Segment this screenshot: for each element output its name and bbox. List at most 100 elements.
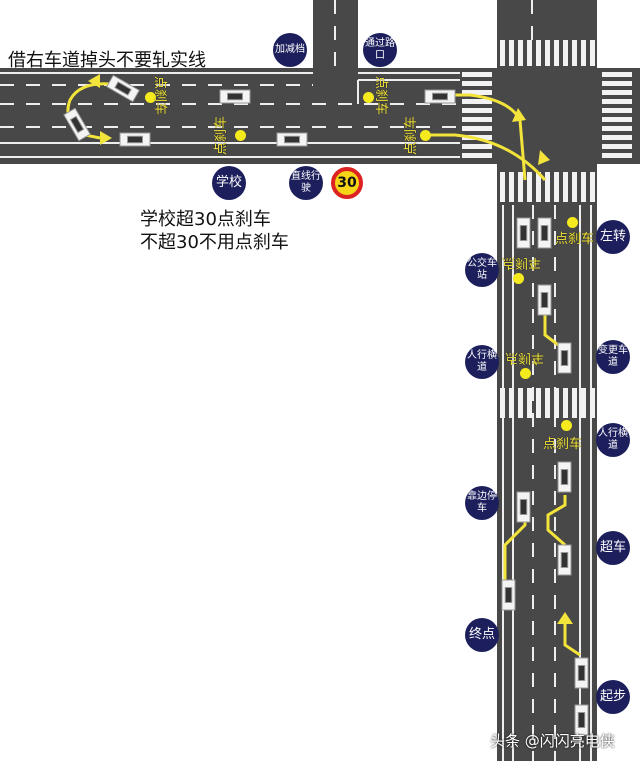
crosswalk-stripe [602,81,632,86]
car [516,491,531,523]
brake-point-marker [235,130,246,141]
car [537,217,552,249]
brake-label: 点刹车 [543,437,583,452]
u-turn-caption: 借右车道掉头不要轧实线 [8,50,206,71]
car [106,74,140,103]
crosswalk-stripe [581,388,586,418]
brake-label: 点刹车 [555,232,595,247]
brake-point-marker [363,92,374,103]
brake-point-marker [561,420,572,431]
badge-start: 起步 [596,680,630,714]
badge-gear-shift: 加减档 [273,33,307,67]
crosswalk-stripe [527,388,532,418]
crosswalk-stripe [602,72,632,77]
crosswalk-stripe [462,117,492,122]
car-window [560,552,569,568]
badge-crosswalk-2: 人行横道 [596,423,630,457]
car-window [577,665,586,681]
crosswalk-stripe [462,153,492,158]
crosswalk-stripe [545,172,550,202]
crosswalk-stripe [462,144,492,149]
crosswalk-stripe [590,172,595,202]
school-caption-1: 学校超30点刹车 [140,209,271,230]
badge-school: 学校 [212,166,246,200]
crosswalk-stripe [518,40,523,66]
crosswalk-stripe [500,40,505,66]
brake-point-marker [145,92,156,103]
car [501,579,516,611]
crosswalk-stripe [563,388,568,418]
crosswalk-stripe [536,40,541,66]
badge-pull-over: 靠边停车 [465,486,499,520]
crosswalk-stripe [563,40,568,66]
badge-left-turn: 左转 [596,220,630,254]
brake-label: 点刹车 [505,350,545,365]
crosswalk-stripe [462,126,492,131]
brake-label: 点刹车 [152,75,168,116]
crosswalk-stripe [572,172,577,202]
crosswalk-stripe [602,99,632,104]
badge-overtake: 超车 [596,531,630,565]
crosswalk-stripe [602,117,632,122]
crosswalk-stripe [509,388,514,418]
brake-point-marker [567,217,578,228]
brake-label: 点刹车 [404,115,420,156]
badge-straight: 直线行驶 [289,166,323,200]
car-window [127,135,143,144]
crosswalk-stripe [602,90,632,95]
car-window [519,499,528,515]
crosswalk-stripe [536,172,541,202]
crosswalk-stripe [462,90,492,95]
crosswalk-stripe [500,388,505,418]
car-window [69,115,85,134]
crosswalk-stripe [509,172,514,202]
brake-label: 点刹车 [502,255,542,270]
crosswalk-stripe [572,388,577,418]
car [557,544,572,576]
brake-point-marker [520,368,531,379]
crosswalk-stripe [500,172,505,202]
car-window [560,350,569,366]
brake-label: 点刹车 [214,115,230,156]
car [574,657,589,689]
crosswalk-stripe [518,388,523,418]
brake-point-marker [420,130,431,141]
car [219,89,251,104]
crosswalk-stripe [462,72,492,77]
car-window [114,81,132,96]
car-window [284,135,300,144]
badge-lane-change: 变更车道 [596,340,630,374]
crosswalk-stripe [527,172,532,202]
badge-bus-stop: 公交车站 [465,253,499,287]
crosswalk-stripe [462,81,492,86]
crosswalk-stripe [602,135,632,140]
crosswalk-stripe [536,388,541,418]
crosswalk-stripe [590,388,595,418]
crosswalk-stripe [572,40,577,66]
car-window [577,712,586,728]
car-window [560,469,569,485]
crosswalk-stripe [554,172,559,202]
crosswalk-stripe [554,40,559,66]
car-window [504,587,513,603]
car [424,89,456,104]
speed-limit-sign: 30 [331,167,363,199]
car [537,284,552,316]
watermark: 头条 @闪闪亮电侠 [490,732,615,750]
crosswalk-stripe [581,40,586,66]
car [63,107,91,142]
crosswalk-stripe [602,144,632,149]
badge-end: 终点 [465,618,499,652]
brake-point-marker [513,273,524,284]
crosswalk-stripe [563,172,568,202]
car-window [519,225,528,241]
crosswalk-stripe [602,153,632,158]
crosswalk-stripe [554,388,559,418]
car [276,132,308,147]
brake-label: 点刹车 [373,75,389,116]
car [557,342,572,374]
crosswalk-stripe [462,108,492,113]
school-caption-2: 不超30不用点刹车 [140,232,289,253]
car-window [540,225,549,241]
crosswalk-stripe [590,40,595,66]
